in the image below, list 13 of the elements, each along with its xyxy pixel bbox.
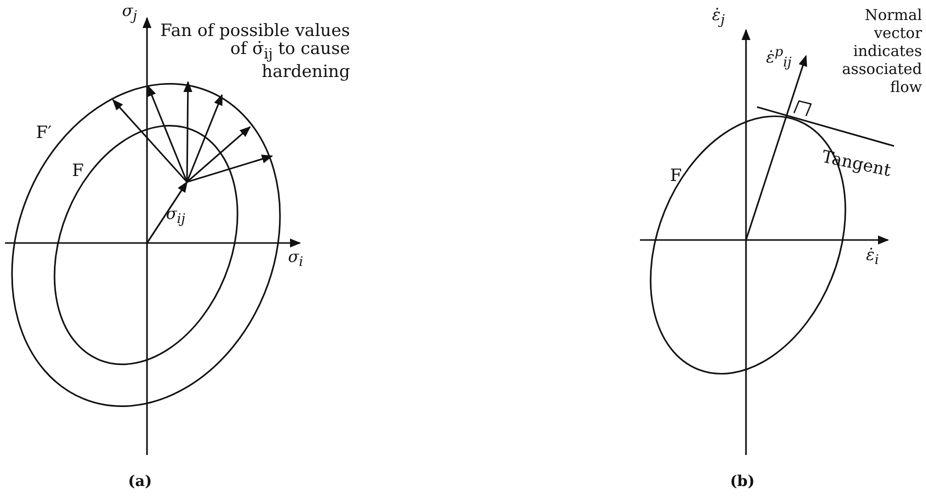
annotation-text: Fan of possible values of σ̇$_{ij}$ to cause hardening <box>160 22 350 82</box>
curve-label: Tangent <box>820 148 892 180</box>
panel-caption: (a) <box>128 472 152 490</box>
axis-label: σ$_{j}$ <box>122 2 138 26</box>
vector-label: σ$_{ij}$ <box>166 205 186 230</box>
axis-label: ε̇$_{j}$ <box>712 6 725 30</box>
panel-caption: (b) <box>730 472 755 490</box>
axis-label: σ$_{i}$ <box>288 248 304 272</box>
curve-label: F <box>72 162 84 180</box>
curve-label: F′ <box>36 124 52 142</box>
annotation-text: Normal vector indicates associated flow <box>840 6 922 96</box>
curve-label: F <box>670 167 682 185</box>
axis-label: ε̇$_{i}$ <box>866 246 879 270</box>
